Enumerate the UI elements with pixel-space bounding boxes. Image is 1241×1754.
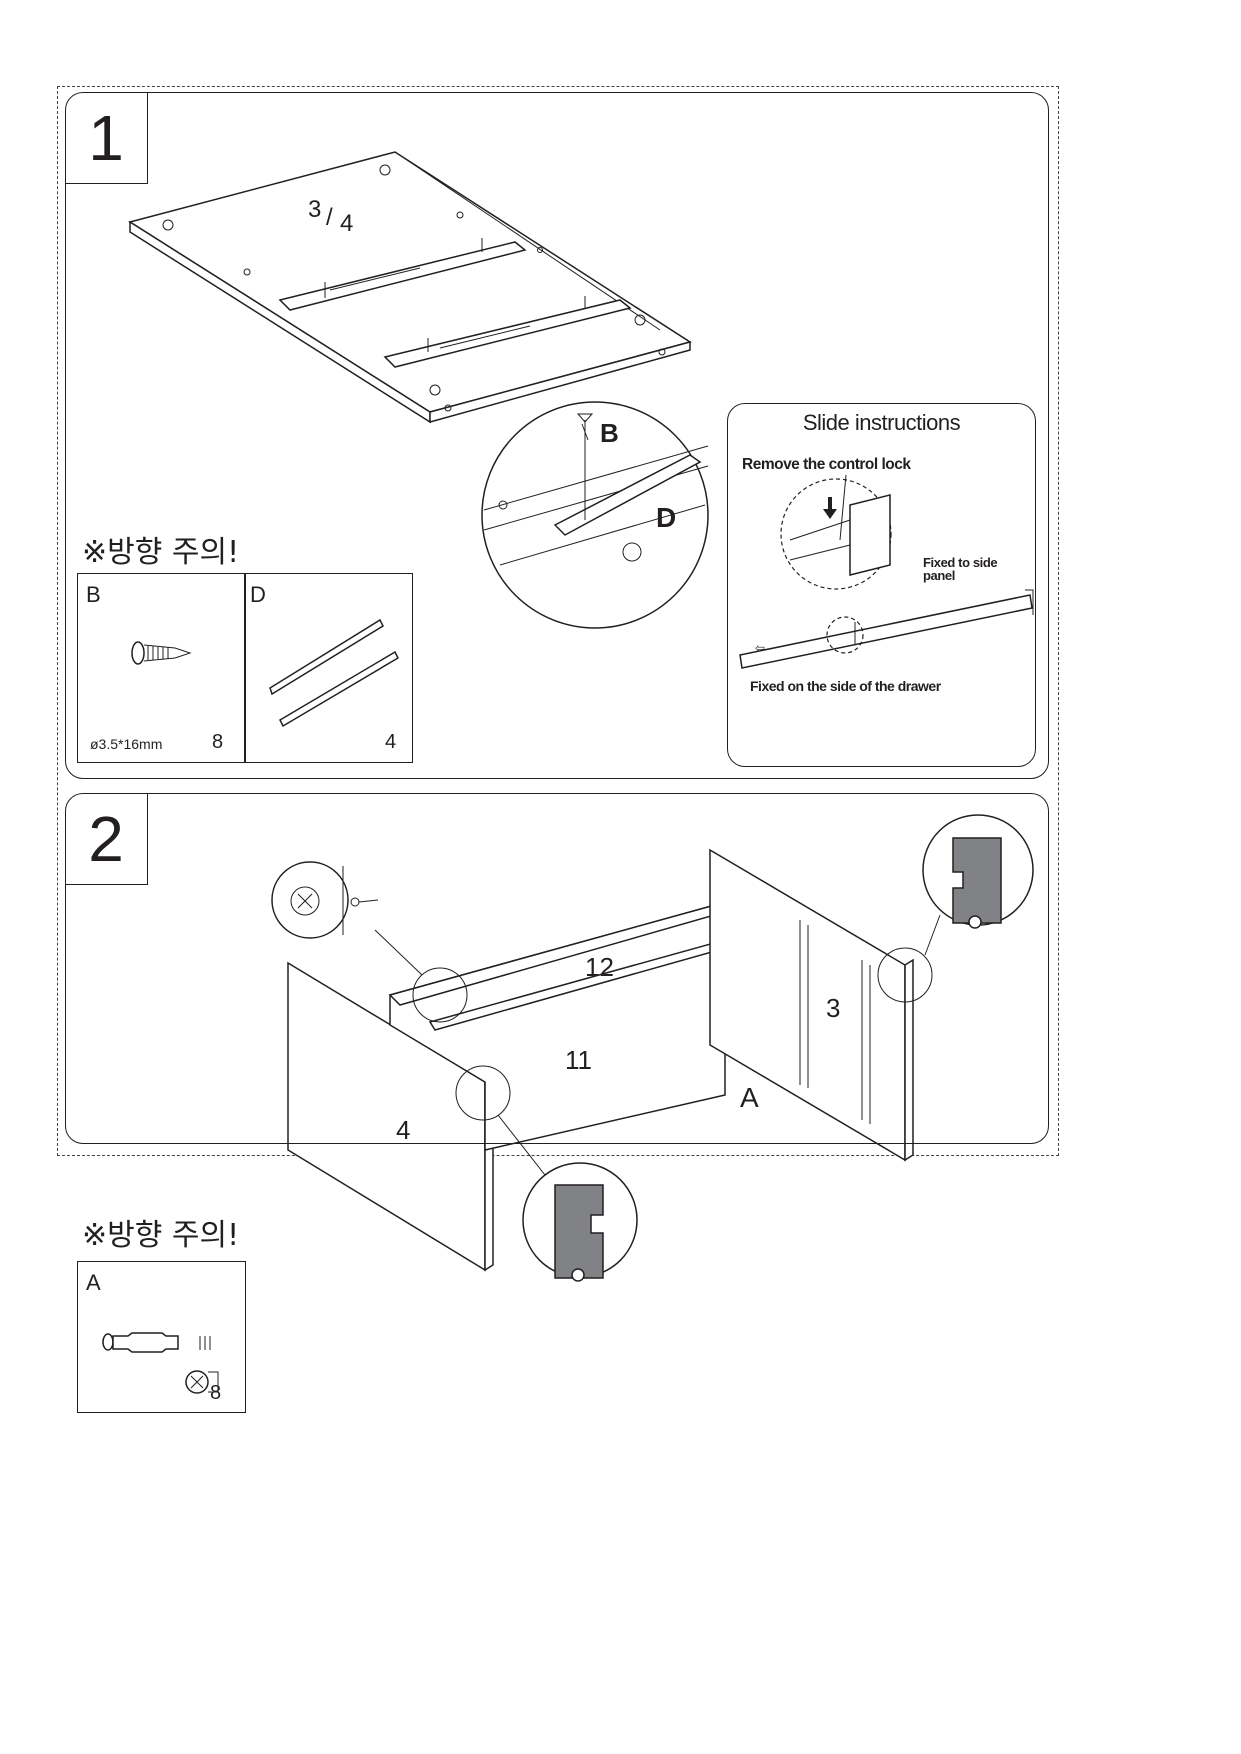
part-qty: 8 [212, 731, 224, 753]
part-label-4: 4 [396, 1115, 411, 1145]
fixed-side-panel-text: Fixed to side panel [923, 555, 998, 583]
screw-icon [131, 641, 192, 665]
slide-instructions-illustration: ⇦ [739, 474, 1034, 669]
part-letter: D [250, 582, 266, 607]
part-label-12: 12 [585, 952, 614, 982]
screw-detail-magnifier [481, 401, 709, 629]
fitting-label-a: A [740, 1082, 759, 1113]
drawer-slide-icon [269, 618, 399, 728]
detail-slide-label: D [656, 502, 677, 533]
part-label-11: 11 [565, 1045, 592, 1075]
part-label-3: 3 [826, 993, 841, 1023]
page-dashed-border [57, 86, 1059, 1156]
step-2-panel [65, 793, 1049, 1144]
svg-text:⇦: ⇦ [755, 641, 765, 655]
drawer-slide-rails [278, 238, 632, 368]
groove-detail-magnifier-right [877, 814, 1034, 1003]
board-panel-3-4 [128, 151, 692, 424]
fixed-drawer-text: Fixed on the side of the drawer [750, 678, 941, 694]
slide-instructions-title: Slide instructions [802, 410, 961, 435]
cam-lock-detail-magnifier-top [271, 861, 468, 1023]
part-letter: A [86, 1270, 101, 1295]
groove-detail-magnifier-bottom [455, 1065, 638, 1282]
remove-control-lock-text: Remove the control lock [742, 456, 911, 473]
slide-instructions-box: Slide instructions Remove the control lo… [727, 403, 1036, 767]
part-qty: 8 [210, 1382, 222, 1404]
step-number: 2 [65, 793, 148, 885]
part-box-b: B ø3.5*16mm 8 [77, 573, 246, 763]
step-number: 1 [65, 92, 148, 184]
cabinet-assembly [287, 848, 914, 1272]
direction-note: ※방향 주의! [82, 1218, 240, 1253]
direction-note: ※방향 주의! [82, 535, 240, 570]
panel-label-slash: / [326, 204, 333, 231]
detail-screw-label: B [600, 418, 619, 448]
part-letter: B [86, 582, 101, 607]
part-spec: ø3.5*16mm [90, 736, 163, 752]
panel-label-4: 4 [340, 210, 354, 237]
part-qty: 4 [385, 731, 397, 753]
cam-lock-fitting-icon [102, 1332, 219, 1394]
part-box-a: A 8 [77, 1261, 246, 1413]
panel-label-3: 3 [308, 196, 322, 223]
part-box-d: D 4 [244, 573, 413, 763]
